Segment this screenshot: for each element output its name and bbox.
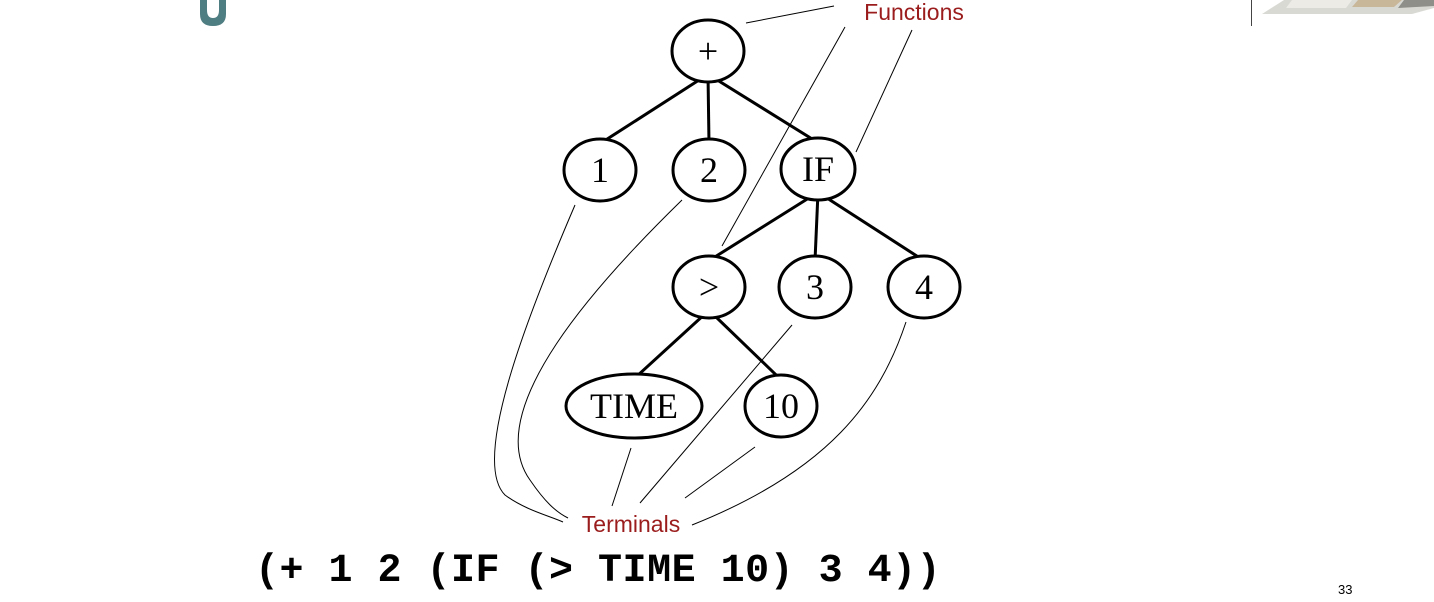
tree-node-ellipse: [564, 372, 704, 440]
terminals-pointer-3: [639, 324, 793, 504]
tree-node-three: 3: [777, 254, 853, 320]
tree-node-ellipse: [886, 254, 962, 320]
tree-node-ellipse: [671, 137, 747, 203]
tree-edges: [599, 72, 925, 381]
tree-edge-if-four: [817, 190, 925, 262]
tree-node-label: IF: [802, 149, 834, 189]
tree-node-label: 3: [806, 267, 824, 307]
tree-node-one: 1: [562, 137, 638, 203]
functions-callout-lines: [721, 5, 913, 247]
tree-node-ellipse: [779, 136, 857, 202]
functions-pointer-gt: [721, 26, 846, 247]
slide-number: 33: [1338, 582, 1353, 597]
tree-node-if: IF: [779, 136, 857, 202]
tree-node-label: +: [698, 31, 718, 71]
tree-node-four: 4: [886, 254, 962, 320]
tree-edge-if-gt: [708, 190, 819, 262]
functions-pointer-plus: [745, 5, 835, 24]
tree-node-ellipse: [671, 254, 747, 320]
tree-node-ellipse: [562, 137, 638, 203]
tree-edge-gt-time: [632, 309, 711, 380]
terminals-pointer-time: [611, 447, 632, 507]
tree-node-time: TIME: [564, 372, 704, 440]
tree-node-label: >: [699, 267, 719, 307]
tree-node-label: 4: [915, 267, 933, 307]
tree-node-plus: +: [670, 18, 746, 84]
functions-pointer-if: [855, 29, 913, 153]
tree-node-gt: >: [671, 254, 747, 320]
terminals-label: Terminals: [582, 511, 680, 537]
tree-node-ellipse: [743, 373, 819, 439]
terminals-pointer-2: [517, 199, 683, 519]
terminals-pointer-4: [691, 321, 907, 526]
tree-edge-plus-two: [706, 74, 711, 144]
tree-node-label: 1: [591, 150, 609, 190]
tree-edge-plus-if: [707, 72, 819, 144]
tree-node-ellipse: [670, 18, 746, 84]
tree-edge-gt-ten: [707, 309, 783, 381]
terminals-pointer-10: [684, 446, 756, 499]
functions-label: Functions: [864, 0, 964, 25]
tree-node-ten: 10: [743, 373, 819, 439]
tree-edge-if-three: [813, 192, 820, 261]
tree-node-two: 2: [671, 137, 747, 203]
tree-node-label: 2: [700, 150, 718, 190]
tree-node-label: TIME: [590, 386, 678, 426]
terminals-pointer-1: [494, 204, 576, 523]
corner-decorative-image: [1262, 0, 1434, 14]
tree-node-ellipse: [777, 254, 853, 320]
tree-node-label: 10: [763, 386, 799, 426]
corner-divider: [1251, 0, 1252, 26]
s-expression: (+ 1 2 (IF (> TIME 10) 3 4)): [255, 549, 942, 594]
tree-edge-plus-one: [599, 72, 709, 145]
terminals-callout-lines: [494, 199, 907, 526]
